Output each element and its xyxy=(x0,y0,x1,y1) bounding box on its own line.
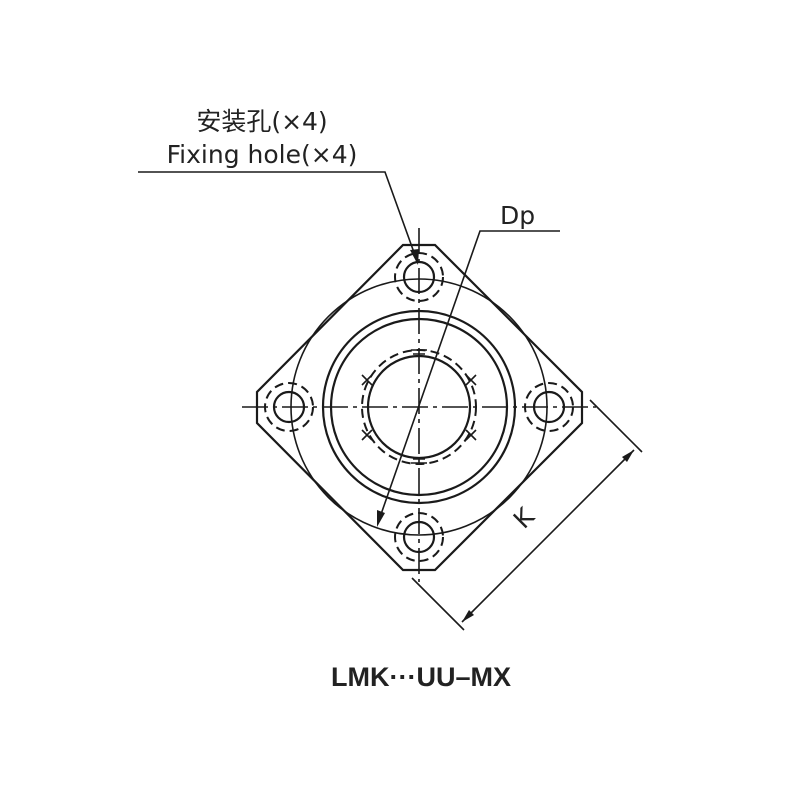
k-arrow-icon xyxy=(622,450,634,462)
dp-label: Dp xyxy=(500,201,535,230)
square-flange-outline xyxy=(255,243,584,572)
ball-track-marks xyxy=(361,349,477,464)
fixing-hole-leader xyxy=(138,171,417,259)
k-dimension-line xyxy=(461,449,635,623)
k-arrow-icon xyxy=(462,610,474,622)
model-label: LMK···UU–MX xyxy=(331,662,511,692)
fixing-hole-label-en: Fixing hole(×4) xyxy=(167,140,358,169)
k-label: K xyxy=(508,502,541,535)
dp-leader xyxy=(378,230,560,521)
dp-arrow-icon xyxy=(377,510,385,527)
leader-arrow-icon xyxy=(410,249,419,265)
fixing-hole-label-cn: 安装孔(×4) xyxy=(196,107,327,136)
k-extension-line-2 xyxy=(411,577,465,631)
k-extension-line-1 xyxy=(589,399,643,453)
